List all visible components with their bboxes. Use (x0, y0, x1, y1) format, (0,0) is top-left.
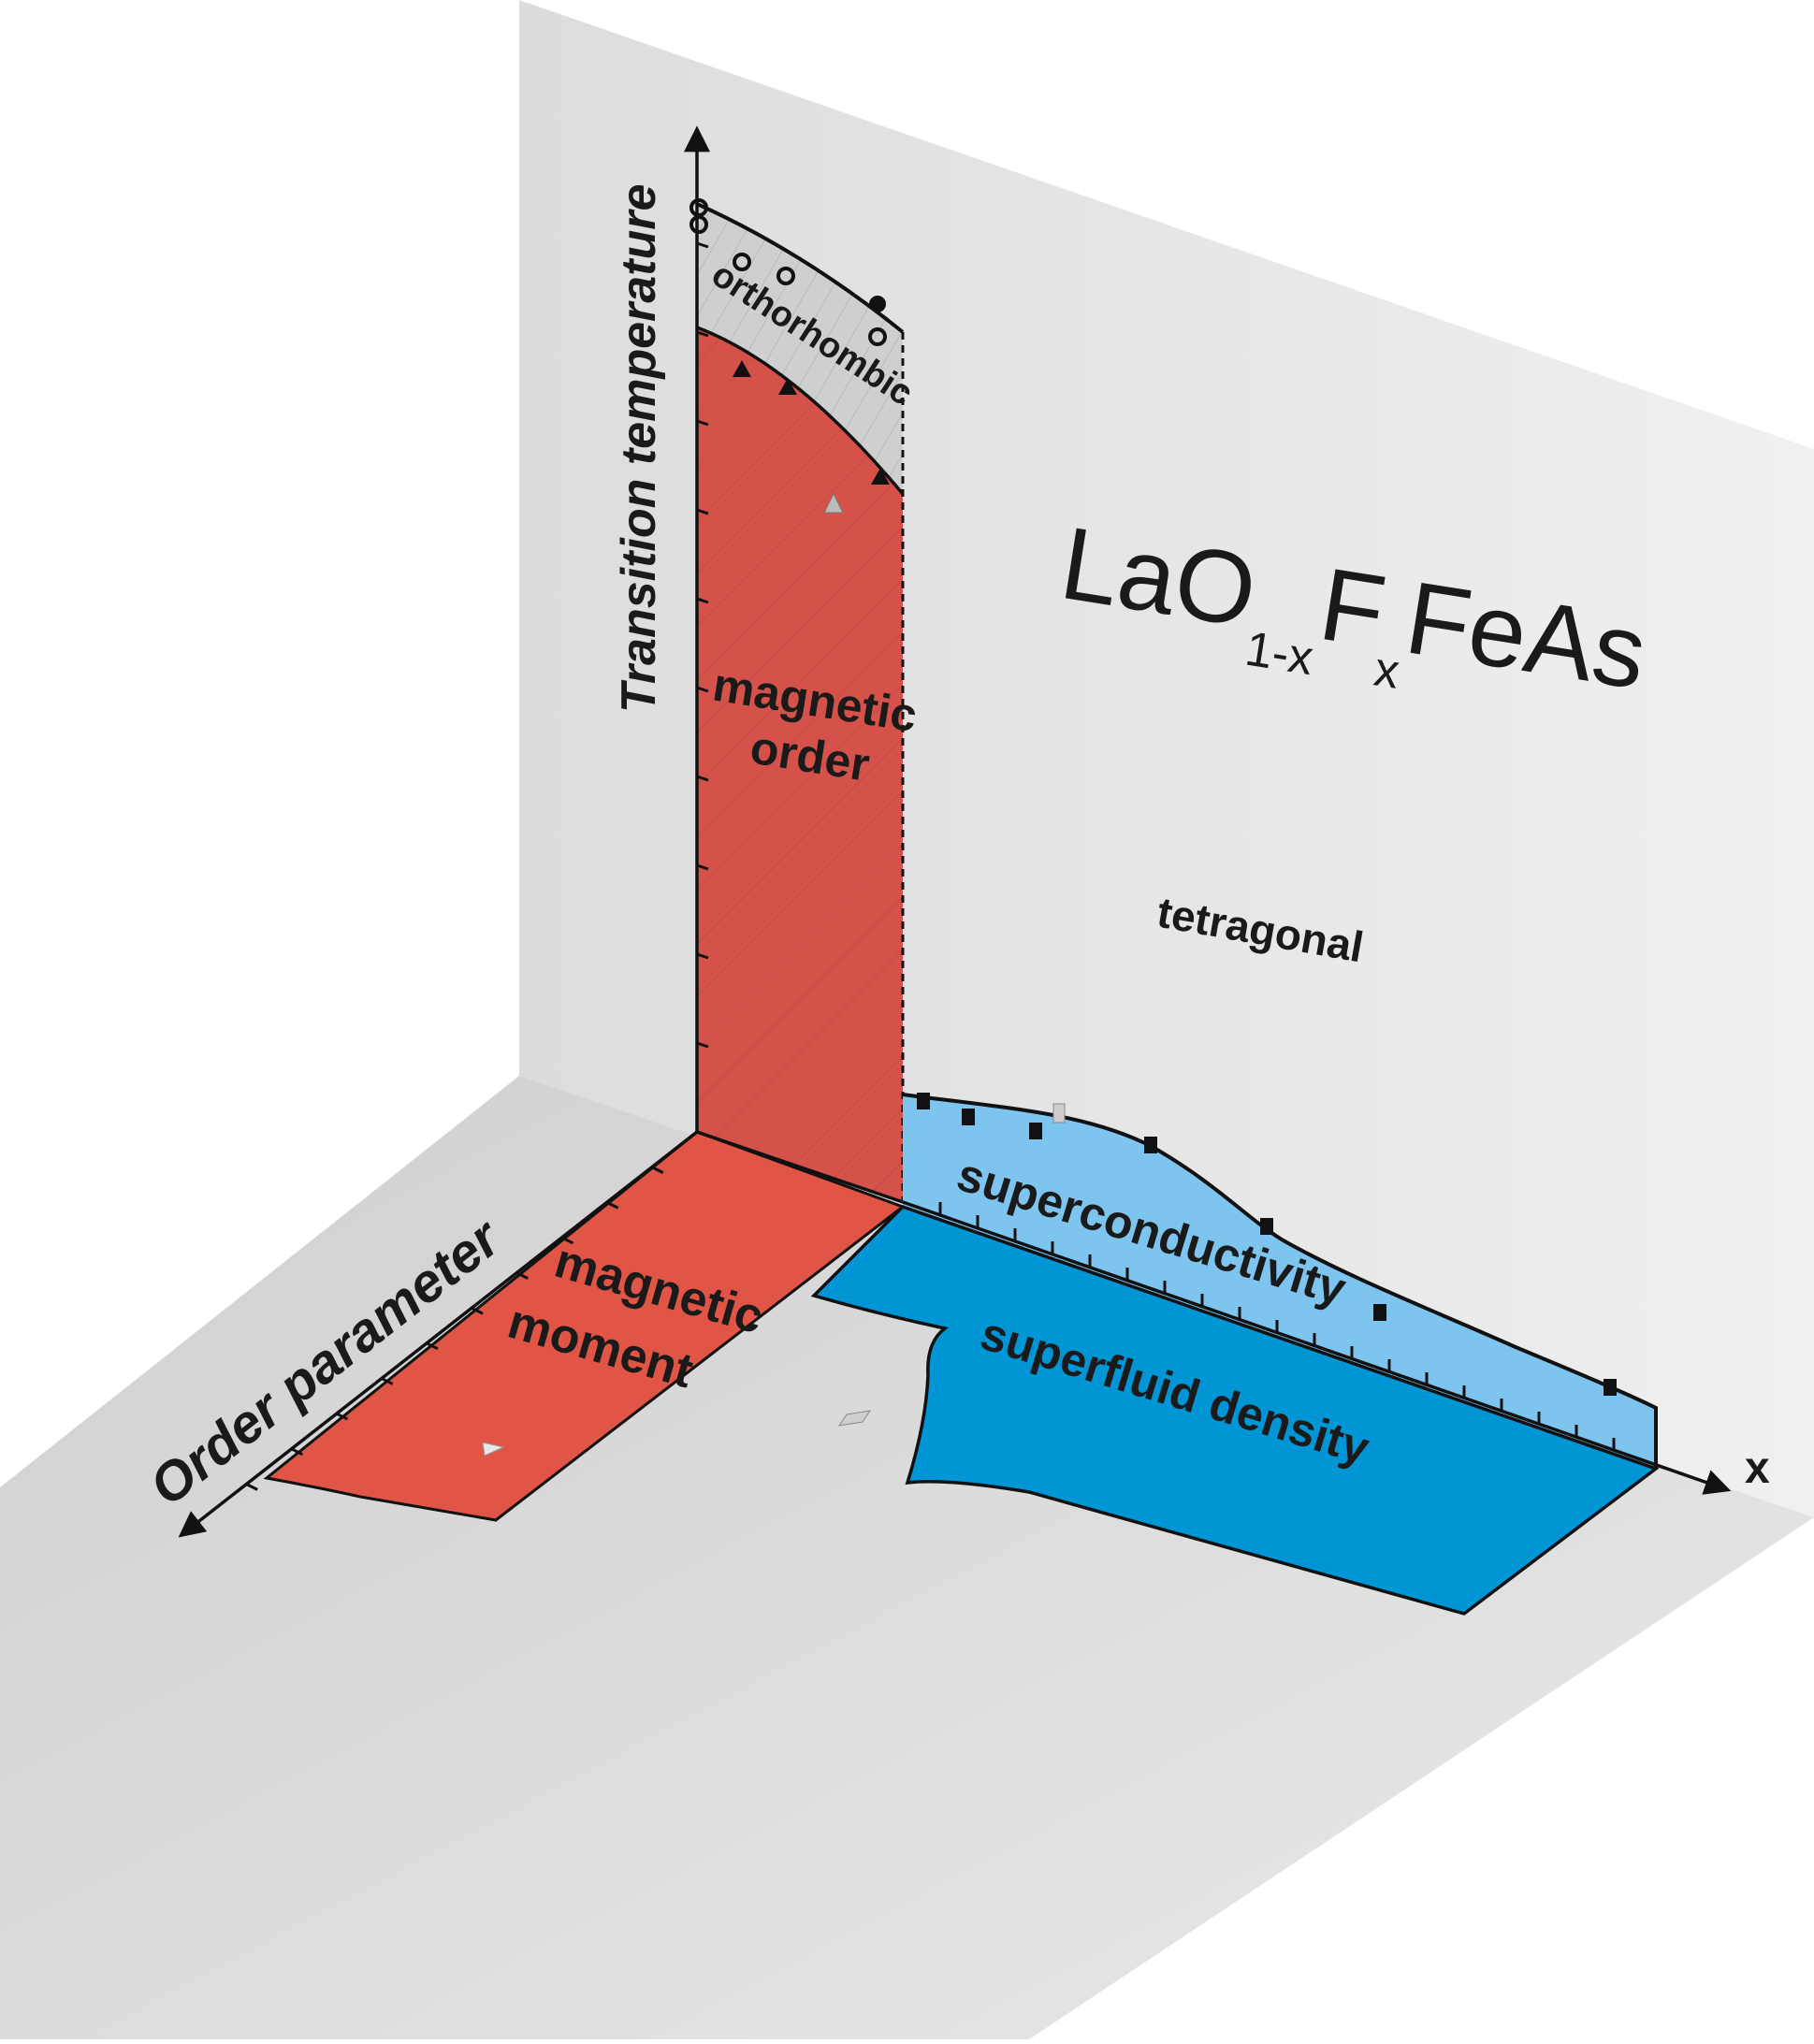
axis-tick (696, 597, 709, 604)
structural-point (869, 296, 886, 312)
axis-tick (696, 508, 709, 515)
temperature-axis-label: Transition temperature (612, 184, 666, 713)
structural-point (868, 327, 887, 346)
axis-tick (515, 1271, 529, 1280)
x-axis-label: x (1745, 1443, 1770, 1493)
magnetic-order-region (696, 326, 905, 1202)
axis-tick (290, 1447, 304, 1457)
sc-point (1144, 1137, 1157, 1153)
superfluid-point-light (837, 1410, 872, 1427)
axis-tick (696, 419, 709, 427)
sc-point (1604, 1379, 1617, 1396)
sc-point (962, 1109, 975, 1125)
sc-point (1373, 1304, 1386, 1321)
sc-point (1260, 1218, 1273, 1235)
sc-point-light (1052, 1103, 1066, 1123)
axis-tick (696, 1130, 709, 1138)
sc-point (1029, 1123, 1042, 1139)
structural-point (689, 215, 708, 234)
axis-tick (381, 1377, 394, 1385)
structural-point (776, 267, 795, 285)
axis-tick (245, 1483, 258, 1491)
data-markers (482, 198, 1617, 1457)
magnetic-moment-region (263, 1130, 907, 1522)
moment-point-light (482, 1442, 505, 1457)
axis-tick (471, 1306, 484, 1315)
axis-tick (696, 775, 709, 782)
axis-tick (651, 1166, 664, 1174)
structural-point (733, 253, 751, 271)
superfluid-density-region (810, 1204, 1660, 1616)
floor-plane (0, 1076, 1814, 2039)
magnetic-point (778, 378, 797, 395)
axis-tick (696, 330, 709, 338)
magnetic-point (871, 468, 890, 485)
axis-tick (696, 952, 709, 960)
magnetic-point-light (823, 492, 844, 514)
axis-tick (696, 863, 709, 871)
sc-point (917, 1093, 930, 1109)
axis-tick (560, 1236, 574, 1245)
axis-tick (696, 241, 709, 249)
axis-tick (696, 1041, 709, 1049)
axis-tick (335, 1412, 349, 1421)
superconductivity-region (902, 1093, 1658, 1469)
axis-ticks (245, 241, 1616, 1491)
order-parameter-axis (178, 1130, 699, 1538)
formula-sub1: 1-x (1241, 622, 1316, 687)
axis-tick (696, 686, 709, 693)
magnetic-point (733, 360, 751, 377)
axis-tick (605, 1200, 619, 1210)
axis-tick (426, 1341, 439, 1351)
